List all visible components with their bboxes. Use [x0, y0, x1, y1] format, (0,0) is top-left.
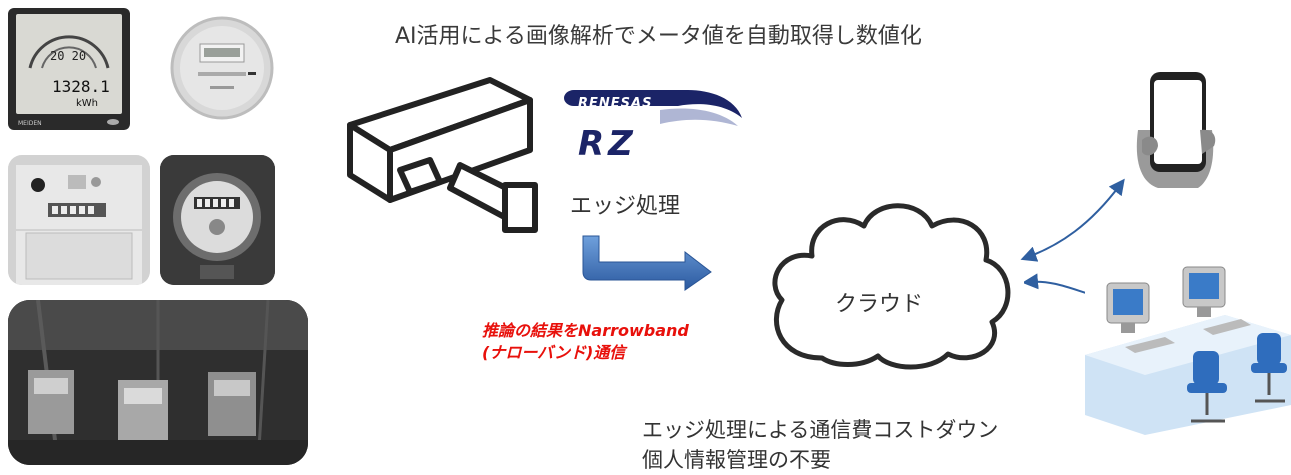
- headline: AI活用による画像解析でメータ値を自動取得し数値化: [395, 24, 922, 49]
- meter-value: 1328.1: [52, 77, 110, 96]
- smartphone-icon: [1128, 70, 1228, 190]
- svg-text:20 20: 20 20: [50, 49, 86, 63]
- renesas-logo: [564, 90, 742, 126]
- cloud-phone-arrow-icon: [1020, 178, 1125, 262]
- cloud-icon: [772, 203, 1011, 370]
- gas-meter-photo: [8, 155, 150, 285]
- benefit-privacy: 個人情報管理の不要: [642, 448, 831, 472]
- brand-product: RZ: [578, 124, 637, 164]
- meter-wall-photo: [8, 300, 308, 465]
- cloud-label: クラウド: [835, 292, 924, 317]
- digital-meter-photo: 20 20 1328.1 kWh MEIDEN: [8, 8, 130, 130]
- bent-arrow-icon: [582, 235, 712, 291]
- narrowband-caption-line2: (ナローバンド)通信: [482, 343, 626, 362]
- water-meter-photo: [160, 155, 275, 285]
- office-pc-icon: [1085, 255, 1291, 435]
- round-meter-photo: [170, 8, 275, 128]
- narrowband-caption: 推論の結果をNarrowband (ナローバンド)通信: [482, 320, 689, 364]
- meter-unit: kWh: [76, 98, 98, 109]
- camera-icon: [347, 77, 538, 233]
- meter-maker: MEIDEN: [18, 120, 42, 127]
- benefits-text: エッジ処理による通信費コストダウン 個人情報管理の不要: [642, 415, 998, 475]
- benefit-cost-down: エッジ処理による通信費コストダウン: [642, 418, 999, 442]
- edge-processing-label: エッジ処理: [570, 194, 681, 219]
- brand-name: RENESAS: [578, 96, 653, 111]
- narrowband-caption-line1: 推論の結果をNarrowband: [482, 321, 689, 340]
